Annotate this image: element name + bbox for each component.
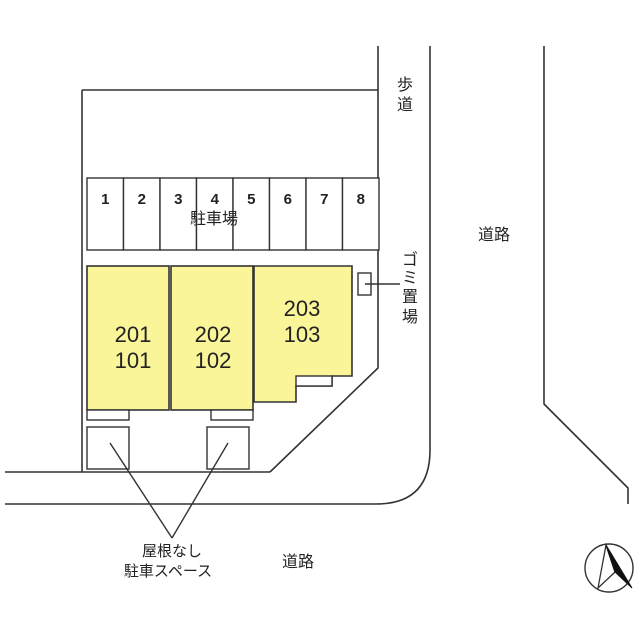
- road-right-edge: [543, 46, 629, 504]
- unit-3-lower: 103: [284, 322, 321, 347]
- parking-spot-label-4: 4: [211, 191, 220, 208]
- unit-202-102: [170, 265, 254, 411]
- garbage-label-3: 置: [402, 287, 418, 306]
- parking-label: 駐車場: [190, 209, 238, 228]
- unit-201-101: [86, 265, 170, 411]
- road-right-label: 道路: [478, 225, 510, 244]
- parking-spot-8: [341, 177, 380, 251]
- roofless-parking-2: [206, 426, 250, 470]
- parking-spot-2: [122, 177, 161, 251]
- parking-spot-label-8: 8: [357, 191, 365, 208]
- sidewalk-inner-edge: [269, 46, 379, 473]
- road-lines: [5, 46, 629, 505]
- north-arrow-icon: [584, 542, 634, 593]
- unit-1-upper: 201: [115, 322, 152, 347]
- parking-area: 1 2 3 4 5 6 7 8 駐車場: [86, 177, 380, 251]
- garbage-label-2: ミ: [402, 268, 418, 287]
- unit-3-upper: 203: [284, 296, 321, 321]
- sidewalk-label-2: 道: [397, 95, 413, 114]
- unit-1-lower: 101: [115, 348, 152, 373]
- parking-spot-1: [86, 177, 125, 251]
- road-bottom-label: 道路: [282, 552, 314, 571]
- roofless-label-2: 駐車スペース: [124, 562, 212, 580]
- unit-2-upper: 202: [195, 322, 232, 347]
- pointer-line-right: [171, 442, 229, 539]
- parking-spot-7: [305, 177, 344, 251]
- parking-spot-label-2: 2: [138, 191, 146, 208]
- garbage-label-1: ゴ: [402, 250, 418, 269]
- roofless-pointer: [109, 442, 229, 539]
- step-unit-1: [86, 409, 130, 421]
- parking-spot-3: [159, 177, 198, 251]
- step-unit-3: [295, 375, 333, 387]
- parking-spot-label-1: 1: [101, 191, 109, 208]
- parking-spot-label-5: 5: [247, 191, 255, 208]
- sidewalk-label-1: 歩: [397, 75, 413, 94]
- parking-spot-6: [268, 177, 307, 251]
- parking-spot-label-3: 3: [174, 191, 182, 208]
- pointer-line-left: [109, 442, 173, 539]
- sidewalk-outer-edge: [5, 46, 431, 505]
- parking-spot-label-6: 6: [284, 191, 292, 208]
- roofless-label-1: 屋根なし: [142, 542, 202, 560]
- buildings: [86, 265, 353, 470]
- unit-2-lower: 102: [195, 348, 232, 373]
- parking-spot-label-7: 7: [320, 191, 328, 208]
- garbage-label-4: 場: [402, 307, 418, 326]
- parking-spot-5: [232, 177, 271, 251]
- step-unit-2: [210, 409, 254, 421]
